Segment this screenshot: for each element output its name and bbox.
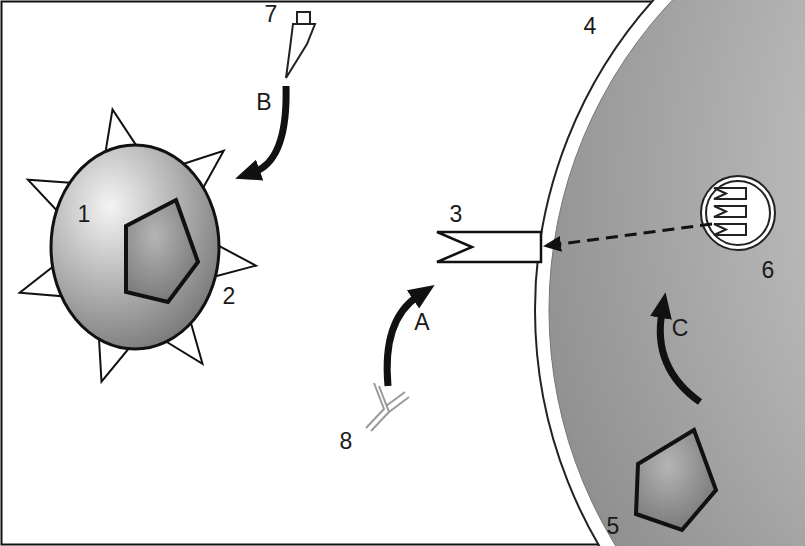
callout-label: 2 (223, 285, 236, 308)
cell-pentagon (636, 430, 716, 530)
callout-label: A (414, 311, 429, 334)
virus-core (126, 200, 198, 302)
callout-label: 6 (762, 259, 775, 282)
arrow-a (387, 296, 418, 386)
virus-envelope (51, 145, 219, 349)
cell-membrane (535, 0, 805, 546)
callout-label: B (256, 91, 271, 114)
callout-label: 5 (607, 515, 620, 538)
antibody (366, 383, 409, 431)
callout-label: 7 (265, 3, 278, 26)
callout-label: 8 (340, 430, 353, 453)
ligand-molecule (286, 12, 315, 78)
receptor (437, 232, 541, 262)
arrow-c (660, 312, 700, 402)
virus (20, 109, 256, 381)
callout-label: 3 (450, 203, 463, 226)
cell-body (549, 0, 805, 546)
arrow-b (254, 86, 286, 172)
callout-label: 1 (78, 203, 91, 226)
callout-label: 4 (584, 15, 597, 38)
vesicle (701, 176, 775, 250)
transport-arrow (545, 224, 712, 246)
callout-label: C (672, 317, 689, 340)
